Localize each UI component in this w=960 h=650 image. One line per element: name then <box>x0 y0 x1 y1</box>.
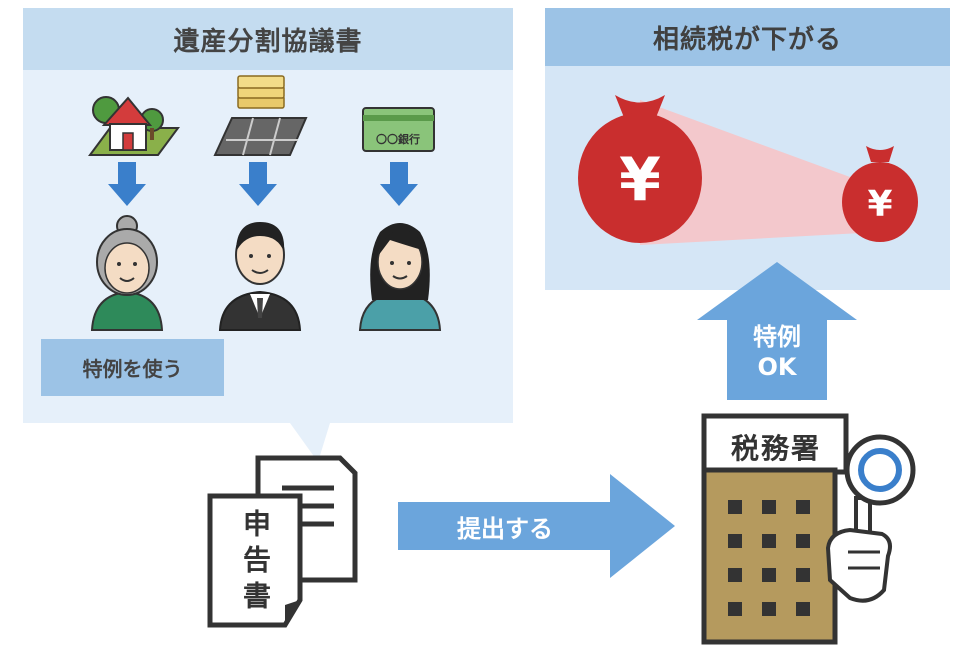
down-arrow-2 <box>239 162 277 206</box>
document-label-box: 申告書 <box>212 508 298 618</box>
special-provision-label: 特例を使う <box>41 339 224 396</box>
special-ok-line2: OK <box>757 353 797 381</box>
yen-symbol-small: ¥ <box>867 184 892 225</box>
bankbook-label: 〇〇銀行 <box>376 132 420 146</box>
decrease-wedge <box>640 100 880 245</box>
magnifier-hand-icon <box>825 434 916 603</box>
document-icon <box>207 455 358 628</box>
grandmother-icon <box>90 215 164 331</box>
woman-icon <box>358 223 442 331</box>
cash-icon <box>213 75 308 156</box>
money-bag-large-icon: ¥ <box>578 95 702 243</box>
house-icon <box>88 96 180 156</box>
yen-symbol-large: ¥ <box>619 145 661 215</box>
panel-tail <box>290 423 330 462</box>
money-bag-small-icon: ¥ <box>842 146 918 242</box>
right-arrow <box>398 474 675 578</box>
left-panel-title: 遺産分割協議書 <box>23 8 513 70</box>
tax-office-label: 税務署 <box>730 432 821 465</box>
submit-label: 提出する <box>457 514 553 543</box>
document-label: 申告書 <box>239 509 272 617</box>
special-ok-label: 特例 OK <box>702 320 852 384</box>
down-arrow-1 <box>108 162 146 206</box>
tax-office-building-icon <box>701 413 849 645</box>
down-arrow-3 <box>380 162 418 206</box>
bankbook-icon: 〇〇銀行 <box>362 107 435 152</box>
man-icon <box>218 222 302 331</box>
special-ok-line1: 特例 <box>753 323 801 351</box>
right-panel-title: 相続税が下がる <box>545 8 950 66</box>
up-arrow <box>697 262 857 400</box>
